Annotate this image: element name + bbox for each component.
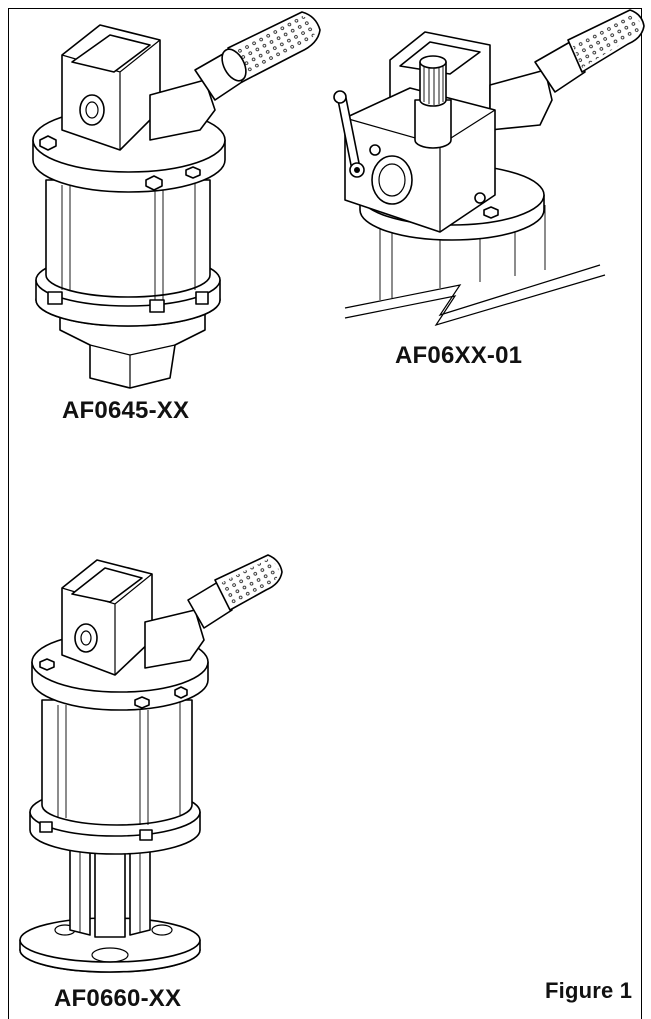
pump-af0645-drawing — [32, 11, 321, 389]
model-label-af0660: AF0660-XX — [54, 985, 182, 1012]
model-label-af0645: AF0645-XX — [62, 397, 190, 424]
pump-af06xx-01-drawing — [333, 9, 645, 327]
figure-border — [8, 8, 642, 1019]
model-label-af06xx-01: AF06XX-01 — [395, 342, 523, 369]
pump-af0660-drawing — [19, 554, 283, 973]
figure-caption: Figure 1 — [545, 978, 633, 1003]
